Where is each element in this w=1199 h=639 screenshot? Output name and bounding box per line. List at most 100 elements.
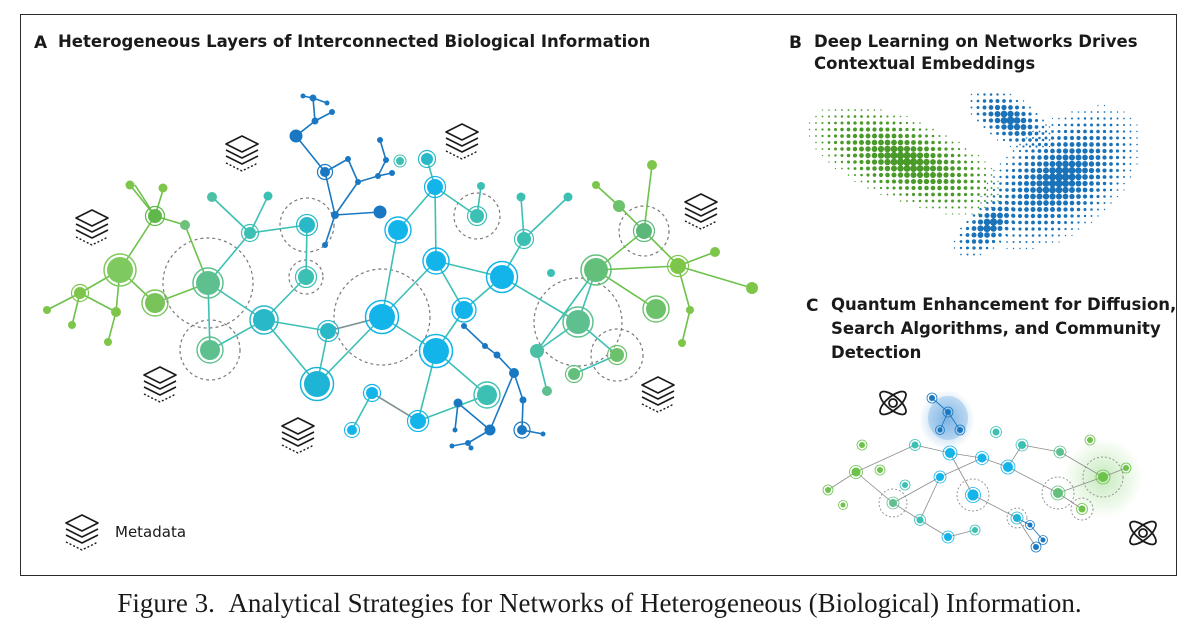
embedding-dot [1088,174,1095,180]
network-node [1053,488,1063,498]
network-node [972,527,978,533]
embedding-dot [971,232,977,238]
embedding-dot [1109,136,1113,140]
embedding-dot [970,192,974,197]
embedding-dot [1018,162,1022,166]
embedding-dot [1061,179,1070,188]
embedding-dot [1076,135,1081,141]
network-node [977,453,987,463]
embedding-dot [1050,213,1055,219]
embedding-dot [1030,187,1036,193]
embedding-dot [1083,129,1087,134]
embedding-dot [1063,129,1068,134]
embedding-dot [977,154,980,157]
embedding-dot [1024,155,1029,160]
embedding-dot [1030,207,1036,212]
network-node [1018,441,1026,449]
embedding-dot [1043,213,1049,219]
embedding-dot [1109,175,1113,179]
embedding-dot [1005,175,1009,179]
embedding-dot [1008,105,1013,110]
network-node [967,489,979,501]
embedding-dot [1043,161,1049,167]
embedding-dot [992,247,995,249]
embedding-dot [950,192,955,197]
embedding-dot [999,195,1001,197]
embedding-dot [1136,130,1138,133]
embedding-dot [985,246,989,250]
embedding-dot [950,153,955,158]
embedding-dot [918,192,922,197]
embedding-dot [872,166,877,171]
embedding-dot [1076,207,1081,212]
embedding-dot [1136,150,1138,152]
embedding-dot [1002,93,1006,96]
embedding-dot [1044,130,1048,133]
embedding-dot [1020,124,1027,130]
embedding-dot [878,139,884,146]
embedding-dot [1015,99,1019,103]
embedding-dot [1007,123,1014,131]
embedding-dot [964,213,967,215]
embedding-dot [1068,167,1076,174]
embedding-dot [997,180,999,183]
embedding-dot [1020,130,1027,137]
embedding-dot [1018,207,1021,211]
embedding-dot [1083,214,1087,218]
embedding-dot [1042,193,1050,200]
embedding-dot [878,159,884,165]
embedding-dot [1071,234,1073,237]
embedding-dot [997,212,1003,219]
embedding-dot [865,152,871,159]
panel-c-letter: C [806,296,819,316]
embedding-dot [983,224,991,233]
embedding-dot [1115,155,1120,160]
embedding-dot [917,178,923,185]
embedding-dot [1116,175,1119,179]
embedding-dot [840,154,844,157]
embedding-dot [827,147,831,151]
embedding-dot [853,115,857,118]
embedding-dot [1083,117,1087,120]
embedding-dot [1136,143,1138,146]
embedding-dot [1049,167,1056,174]
embedding-dot [944,141,948,144]
embedding-dot [1070,207,1074,212]
embedding-dot [999,163,1002,165]
embedding-dot [986,201,988,204]
embedding-dot [945,135,947,137]
embedding-dot [879,186,883,190]
network-node [1087,437,1093,443]
embedding-dot [1043,155,1049,160]
embedding-dot [1115,162,1120,166]
embedding-dot [1089,129,1094,134]
embedding-dot [1082,187,1088,193]
figure-frame [20,14,1177,576]
embedding-dot [821,128,824,131]
embedding-dot [1089,187,1094,193]
embedding-dot [833,134,838,138]
embedding-dot [1037,155,1042,160]
embedding-dot [1110,111,1112,113]
network-node-ring [1038,535,1048,545]
embedding-dot [1115,142,1120,147]
embedding-dot [808,122,811,124]
embedding-dot [1089,142,1094,147]
embedding-dot [944,199,948,203]
embedding-dot [1090,208,1093,211]
embedding-dot [1038,234,1041,237]
embedding-dot [1022,106,1025,109]
embedding-dot [938,141,941,144]
embedding-dot [828,109,830,111]
embedding-dot [1097,104,1099,107]
embedding-dot [924,185,929,191]
embedding-dot [994,117,1001,124]
embedding-dot [896,158,905,166]
network-node-ring [856,439,868,451]
embedding-dot [896,151,905,160]
embedding-dot [1028,145,1032,148]
embedding-dot [871,139,878,146]
embedding-dot [821,134,824,138]
network-node [859,442,865,448]
embedding-dot [1025,208,1027,210]
